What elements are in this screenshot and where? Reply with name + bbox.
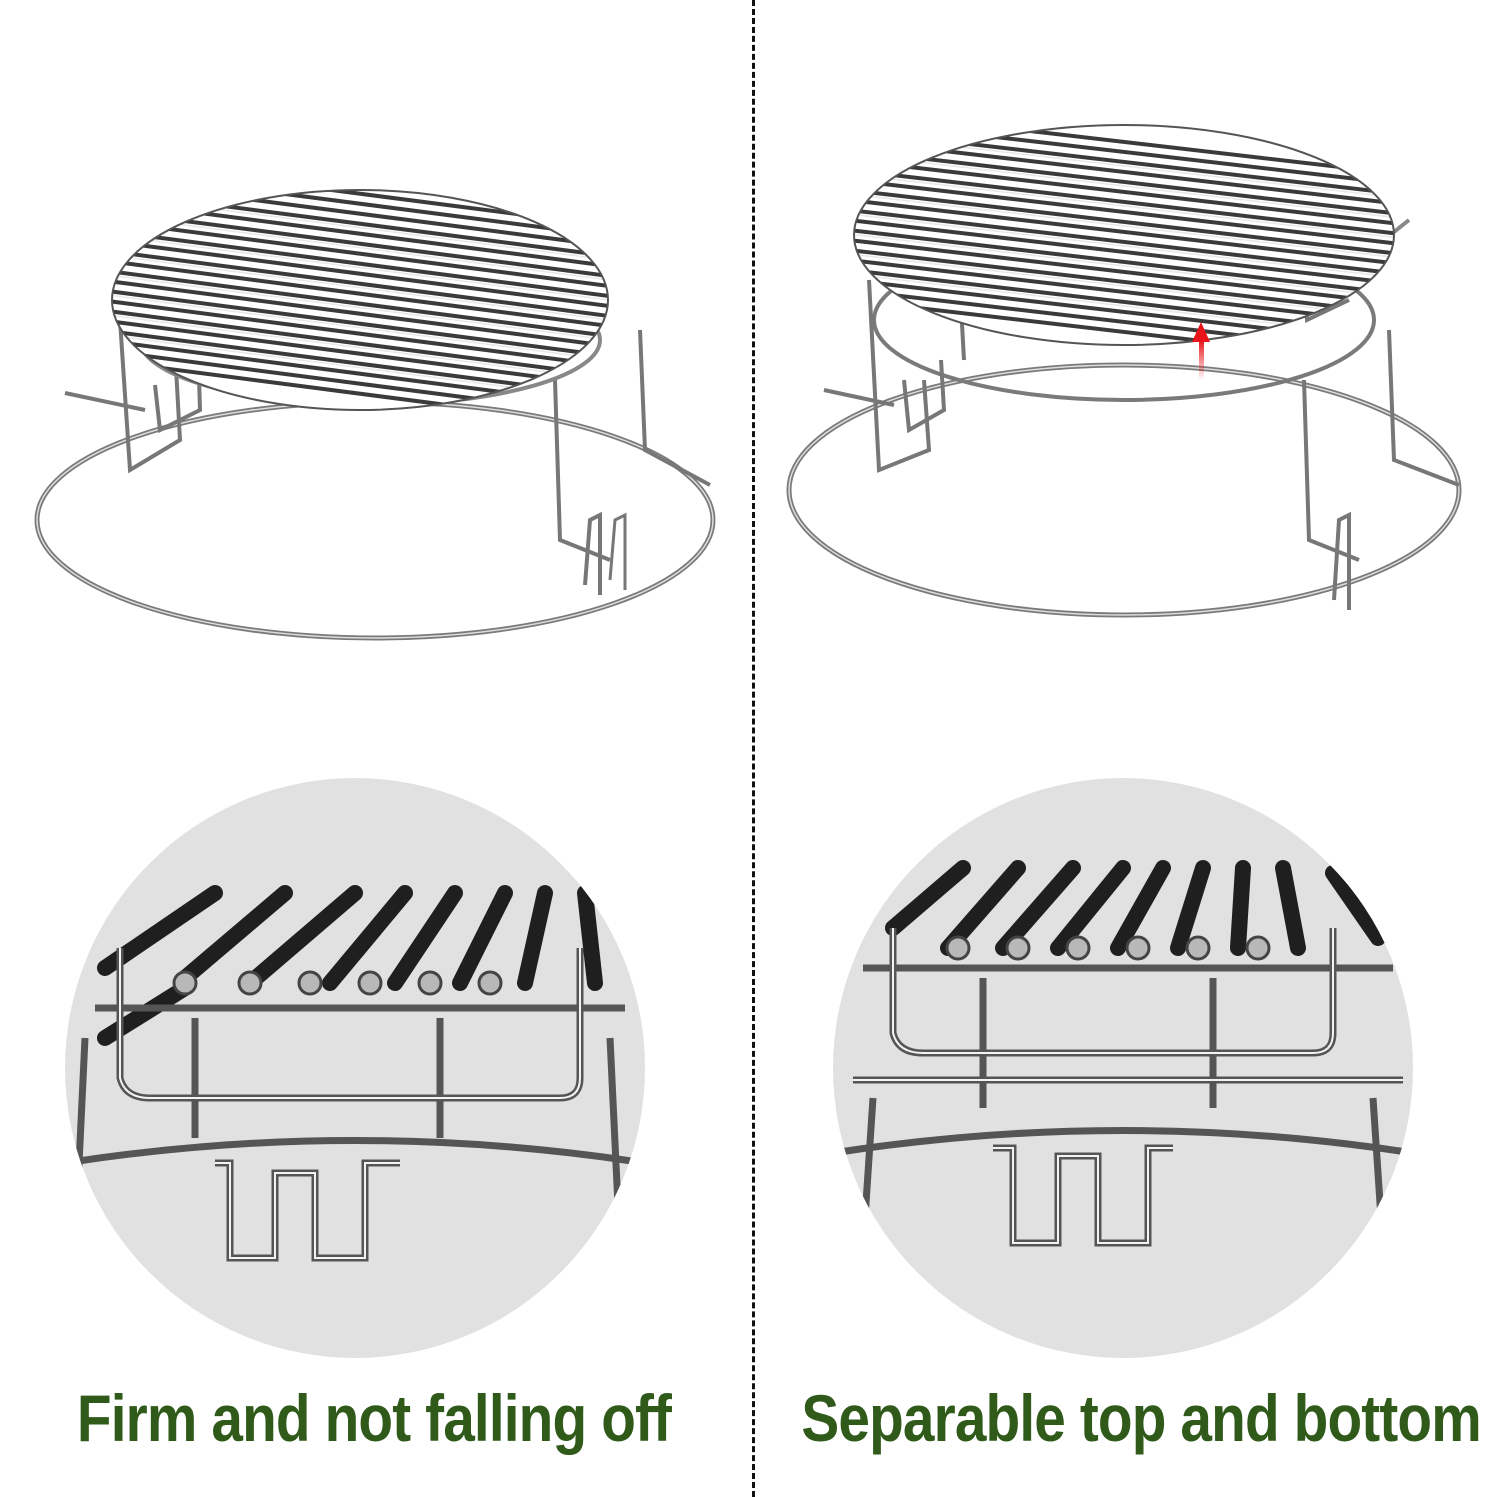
separated-rack-illustration [786,124,1462,618]
upper-grate-rods [854,125,1394,345]
detail-circle [833,778,1413,1358]
panel-firm: Firm and not falling off [0,0,748,1497]
panel-separable: Separable top and bottom [749,0,1497,1497]
detail-separated-illustration [833,860,1413,1249]
detail-grate-illustration [65,885,645,1262]
caption-separable: Separable top and bottom [801,1381,1481,1455]
lift-arrow-icon [1192,322,1210,380]
dashed-divider [752,0,755,1497]
detail-circle [65,778,645,1358]
assembled-rack-illustration [34,189,716,641]
grate-rods [112,190,608,410]
caption-firm: Firm and not falling off [76,1381,672,1455]
